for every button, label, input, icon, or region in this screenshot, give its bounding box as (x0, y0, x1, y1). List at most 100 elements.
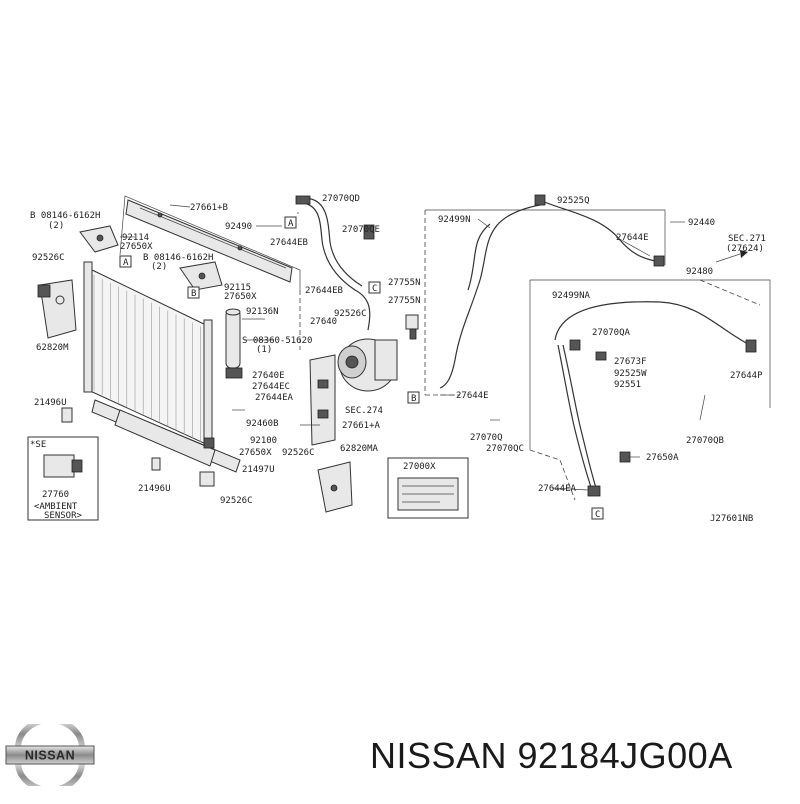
label-92114: 92114 (122, 233, 149, 243)
label-21497u: 21497U (242, 465, 275, 475)
callout-b-1: B (187, 286, 200, 299)
nissan-logo-icon: NISSAN (5, 717, 95, 793)
label-92525w: 92525W (614, 369, 647, 379)
label-1: (1) (256, 345, 272, 355)
upper-support-rail (125, 199, 293, 283)
pipe-92440 (439, 194, 665, 389)
label-08360: S 08360-51620 (242, 336, 312, 346)
label-27650x-3: 27650X (239, 448, 272, 458)
label-27760: 27760 (42, 490, 69, 500)
label-27644e-2: 27644E (456, 391, 489, 401)
label-92460b: 92460B (246, 419, 279, 429)
label-sec271: SEC.271 (728, 234, 766, 244)
pipe-92480 (554, 301, 757, 497)
label-27070qb: 27070QB (686, 436, 724, 446)
top-bracket-92114 (79, 225, 223, 291)
label-27673f: 27673F (614, 357, 647, 367)
part-27755n (405, 314, 419, 340)
callout-c-2: C (591, 507, 604, 520)
label-ambient: <AMBIENT (34, 502, 78, 512)
flexible-hose (295, 195, 375, 331)
part-labels: 27661+B 27070QD 92525Q B 08146-6162H (2)… (30, 194, 766, 524)
label-27070qc: 27070QC (486, 444, 524, 454)
label-27644eb-2: 27644EB (305, 286, 343, 296)
label-92440: 92440 (688, 218, 715, 228)
label-sec274: SEC.274 (345, 406, 383, 416)
label-08146-a: B 08146-6162H (30, 211, 100, 221)
nissan-logo: NISSAN (4, 717, 96, 793)
part-number-title: NISSAN 92184JG00A (370, 735, 733, 776)
label-se: *SE (30, 440, 46, 450)
callout-a-1: A (119, 255, 132, 268)
label-92499n: 92499N (438, 215, 471, 225)
label-27640: 27640 (310, 317, 337, 327)
label-27070qe: 27070QE (342, 225, 380, 235)
label-27644eb-1: 27644EB (270, 238, 308, 248)
label-27661b: 27661+B (190, 203, 228, 213)
lower-support (91, 399, 241, 473)
label-27000x: 27000X (403, 462, 436, 472)
svg-text:A: A (123, 258, 129, 268)
svg-text:B: B (411, 394, 416, 404)
label-27661a: 27661+A (342, 421, 381, 431)
label-92525q: 92525Q (557, 196, 590, 206)
label-27755n-2: 27755N (388, 296, 421, 306)
label-sensor: SENSOR> (44, 511, 83, 521)
svg-text:C: C (372, 284, 377, 294)
sec271-arrow (715, 250, 748, 263)
small-clips (61, 407, 215, 487)
label-27644ea-1: 27644EA (255, 393, 294, 403)
label-27070qa: 27070QA (592, 328, 631, 338)
label-92526c-2: 92526C (334, 309, 367, 319)
ambient-sensor-box (27, 436, 99, 521)
label-plate-27000x (387, 457, 469, 519)
label-08146-b: B 08146-6162H (143, 253, 213, 263)
leader-lines (120, 204, 706, 491)
compressor-bracket (309, 354, 336, 446)
label-92490: 92490 (225, 222, 252, 232)
side-bracket-62820m (37, 279, 77, 339)
label-27640e: 27640E (252, 371, 285, 381)
label-27755n-1: 27755N (388, 278, 421, 288)
compressor (337, 338, 398, 392)
label-92136n: 92136N (246, 307, 279, 317)
label-2-b: (2) (151, 262, 167, 272)
svg-text:B: B (191, 289, 196, 299)
label-27650a: 27650A (646, 453, 679, 463)
callout-c-1: C (368, 281, 381, 294)
pipe-92480-region (529, 279, 771, 501)
label-92100: 92100 (250, 436, 277, 446)
label-21496u-1: 21496U (34, 398, 67, 408)
label-21496u-2: 21496U (138, 484, 171, 494)
label-92551: 92551 (614, 380, 641, 390)
label-27644p: 27644P (730, 371, 763, 381)
label-92499na: 92499NA (552, 291, 591, 301)
label-27070q: 27070Q (470, 433, 503, 443)
label-27070qd: 27070QD (322, 194, 360, 204)
callout-a-2: A (284, 216, 297, 229)
svg-text:A: A (288, 219, 294, 229)
receiver-drier (225, 308, 243, 379)
callout-b-2: B (407, 391, 420, 404)
label-62820ma: 62820MA (340, 444, 379, 454)
label-92526c-3: 92526C (282, 448, 315, 458)
label-92526c-1: 92526C (32, 253, 65, 263)
label-92526c-4: 92526C (220, 496, 253, 506)
condenser-core (83, 261, 213, 449)
label-27644ec: 27644EC (252, 382, 290, 392)
label-27650x-2: 27650X (224, 292, 257, 302)
label-27644ea-2: 27644EA (538, 484, 577, 494)
label-92115: 92115 (224, 283, 251, 293)
label-62820m: 62820M (36, 343, 69, 353)
label-27644e-1: 27644E (616, 233, 649, 243)
svg-text:C: C (595, 510, 600, 520)
label-92480: 92480 (686, 267, 713, 277)
lower-bracket-62820ma (317, 461, 353, 513)
diagram-code: J27601NB (710, 514, 753, 524)
label-27650x-1: 27650X (120, 242, 153, 252)
label-27624: (27624) (726, 244, 764, 254)
label-2-a: (2) (48, 221, 64, 231)
svg-text:NISSAN: NISSAN (25, 749, 75, 763)
